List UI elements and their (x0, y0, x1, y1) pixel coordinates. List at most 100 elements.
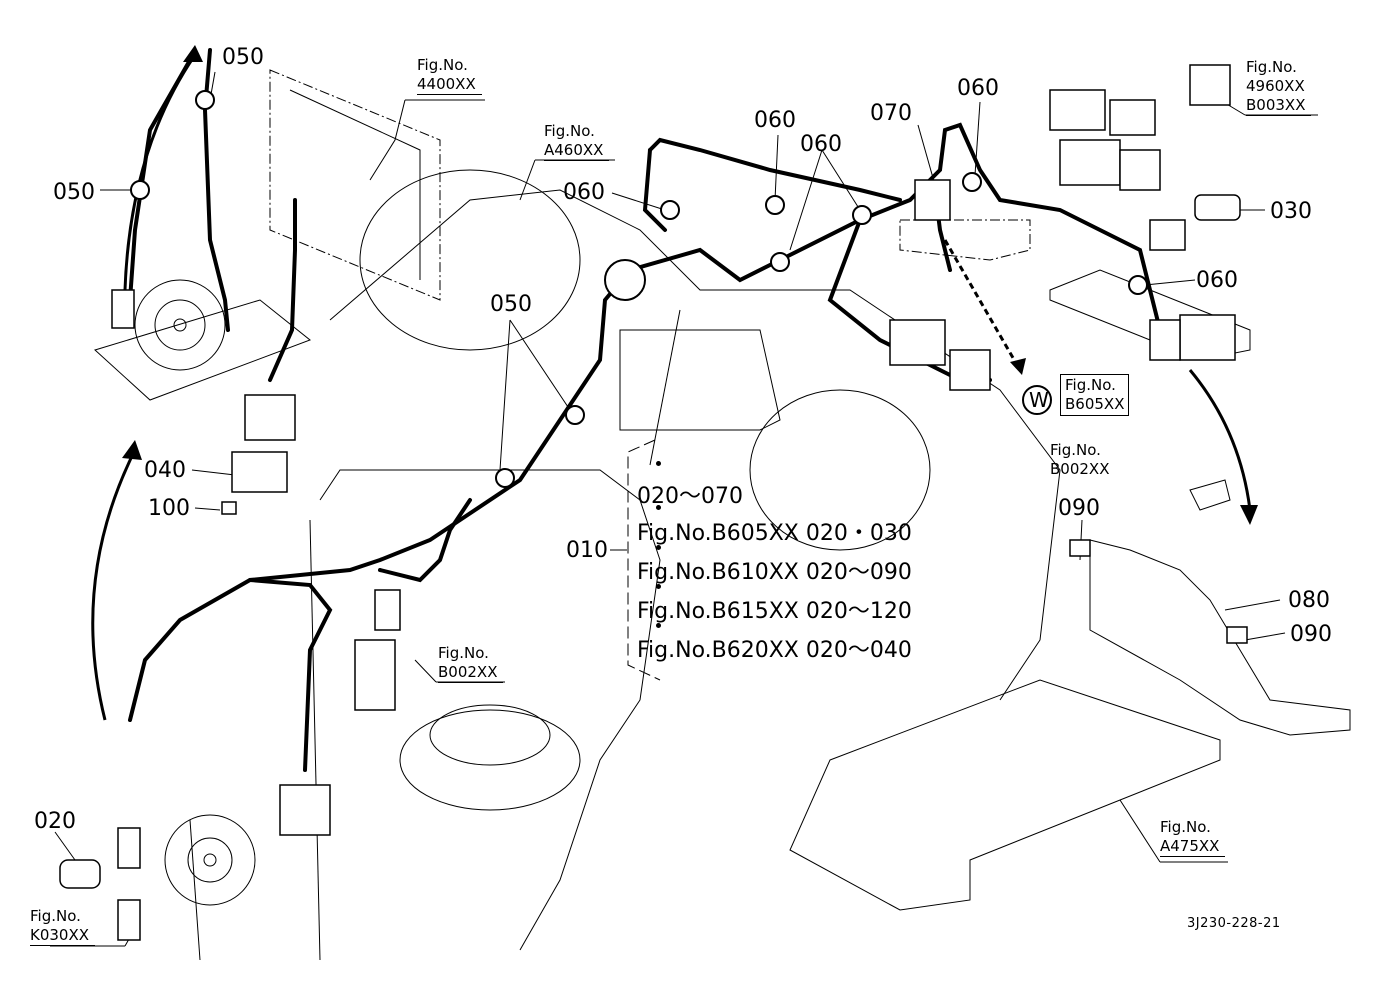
figure-ref-a475xx: Fig.No. A475XX (1160, 818, 1226, 857)
leader-060-a (611, 192, 666, 211)
connector-mid-right (1149, 219, 1186, 251)
leader-020 (54, 831, 76, 861)
figure-ref-prefix: Fig.No. (417, 56, 468, 74)
relay-070 (914, 179, 951, 221)
connector-upper-right-c (1119, 149, 1161, 191)
arrow-right (1188, 369, 1252, 511)
figure-ref-b002xx-right: Fig.No. B002XX (1050, 441, 1109, 479)
bullet-dot (656, 505, 661, 510)
part-label-050-left: 050 (53, 180, 95, 205)
figure-ref-number: K030XX (30, 926, 96, 946)
clamp-050-left (130, 180, 150, 200)
clamp-060-a (660, 200, 680, 220)
clamp-050-mid-b (565, 405, 585, 425)
figure-ref-number: B002XX (438, 663, 504, 683)
figure-ref-number-alt: B003XX (1246, 96, 1312, 116)
part-label-020: 020 (34, 809, 76, 834)
arrow-left-top (123, 54, 197, 291)
leader-note (649, 309, 681, 466)
leader-050-c (499, 319, 571, 471)
clamp-060-e (962, 172, 982, 192)
clamp-060-f (1128, 275, 1148, 295)
figure-ref-prefix: Fig.No. (1160, 818, 1211, 836)
figure-ref-number: B002XX (1050, 460, 1110, 478)
figure-ref-prefix: Fig.No. (30, 907, 81, 925)
connector-upper-right-a (1049, 89, 1106, 131)
leader-100 (194, 507, 221, 511)
note-line-3: Fig.No.B610XX 020～090 (637, 560, 912, 585)
clamp-060-d (852, 205, 872, 225)
note-line-5: Fig.No.B620XX 020～040 (637, 638, 912, 663)
connector-lower-right-b (1149, 319, 1181, 361)
connector-lower-center (279, 784, 331, 836)
note-line-4: Fig.No.B615XX 020～120 (637, 599, 912, 624)
bracket-upper-left (269, 69, 441, 301)
note-line-2: Fig.No.B605XX 020・030 (637, 521, 912, 546)
plate-a475 (789, 679, 1221, 911)
figure-ref-prefix: Fig.No. (1246, 58, 1297, 76)
figure-ref-4960xx-b003xx: Fig.No. 4960XX B003XX (1246, 58, 1312, 116)
drawing-code: 3J230-228-21 (1187, 916, 1281, 931)
figure-ref-number: A475XX (1160, 837, 1226, 857)
marker-w-label: W (1029, 388, 1049, 412)
figure-ref-prefix: Fig.No. (438, 644, 489, 662)
leader-060-e (1144, 279, 1196, 286)
bullet-dot (656, 545, 661, 550)
part-label-090-top: 090 (1058, 496, 1100, 521)
part-label-090-right: 090 (1290, 622, 1332, 647)
connector-w (949, 349, 991, 391)
arrow-w (943, 239, 1022, 371)
figure-ref-k030xx: Fig.No. K030XX (30, 907, 96, 946)
leader-A475 (1119, 799, 1228, 863)
clamp-050-mid-a (495, 468, 515, 488)
connector-upper-right-d (1109, 99, 1156, 136)
leader-070 (917, 124, 936, 186)
figure-ref-4400xx: Fig.No. 4400XX (417, 56, 482, 95)
clamp-060-b (765, 195, 785, 215)
bolts (221, 501, 1248, 644)
horn-lower (164, 814, 256, 906)
flow-arrows (91, 54, 1252, 721)
grommet (604, 259, 646, 301)
part-label-040: 040 (144, 458, 186, 483)
bolt-090-left (1069, 539, 1091, 557)
arrowheads (122, 45, 1258, 525)
leader-4400 (369, 99, 485, 181)
bolt-090-right (1226, 626, 1248, 644)
figure-ref-prefix: Fig.No. (1065, 376, 1116, 394)
connectors (59, 64, 1241, 941)
connector-k030 (117, 899, 141, 941)
figure-ref-number: A460XX (544, 141, 610, 161)
sensor-b002 (354, 639, 396, 711)
bullet-dot (656, 584, 661, 589)
bracket-080 (1089, 539, 1351, 736)
connector-horn-upper (111, 289, 135, 329)
cover-040 (231, 451, 288, 493)
leader-080 (1224, 599, 1281, 611)
connector-040 (244, 394, 296, 441)
leader-090-b (1244, 632, 1286, 641)
figure-ref-prefix: Fig.No. (544, 122, 595, 140)
part-label-050-mid: 050 (490, 292, 532, 317)
connector-harness-right (889, 319, 946, 366)
part-label-050-top: 050 (222, 45, 264, 70)
figure-ref-a460xx: Fig.No. A460XX (544, 122, 610, 161)
connector-upper-right-b (1059, 139, 1121, 186)
part-label-010: 010 (566, 538, 608, 563)
note-line-1: 020～070 (637, 484, 743, 509)
part-label-060-a: 060 (563, 180, 605, 205)
clamp-060-c (770, 252, 790, 272)
figure-ref-number: B605XX (1065, 395, 1125, 413)
part-label-070: 070 (870, 101, 912, 126)
bullet-dot (656, 623, 661, 628)
cap-020 (59, 859, 101, 889)
leader-040 (191, 469, 236, 476)
engine-block-outline (319, 469, 661, 951)
arrow-left-bottom (91, 449, 137, 721)
figure-ref-number: 4400XX (417, 75, 482, 95)
clamp-050-top (195, 90, 215, 110)
figure-ref-prefix: Fig.No. (1050, 441, 1101, 459)
part-label-100: 100 (148, 496, 190, 521)
connector-030 (1194, 194, 1241, 221)
